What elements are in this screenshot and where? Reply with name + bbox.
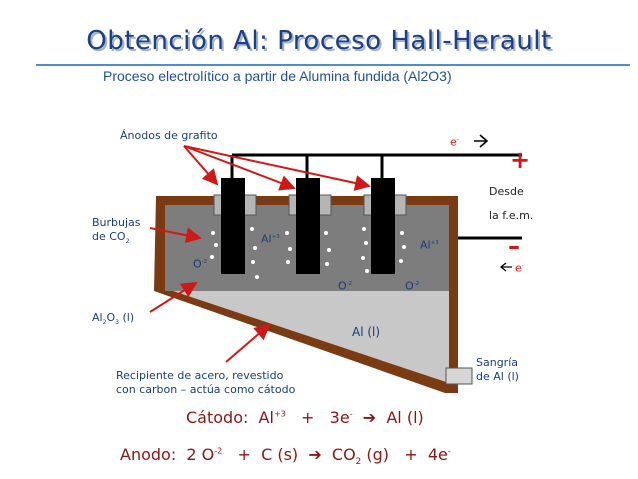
- ion-o-2: O-2: [338, 277, 352, 294]
- label-alumina: Al2O3 (l): [92, 311, 134, 330]
- label-bubbles: Burbujas de CO2: [92, 216, 141, 249]
- anode-product-electrons: 4e: [427, 445, 448, 464]
- ion-al-2-symbol: Al: [420, 238, 431, 252]
- label-alumina-al: Al: [92, 311, 103, 324]
- title-divider: [36, 64, 630, 66]
- label-electron-top: e-: [450, 133, 459, 150]
- cathode-reactant-charge: +3: [273, 409, 286, 419]
- anode-product-co2: CO: [331, 445, 356, 464]
- anode-equation: Anodo: 2 O-2 + C (s) ➔ CO2 (g) + 4e-: [120, 445, 451, 467]
- label-tap-line2: de Al (l): [476, 370, 519, 383]
- anode-plus-2: +: [404, 445, 418, 464]
- ion-o-1-symbol: O: [193, 257, 202, 271]
- label-alumina-state: (l): [118, 311, 135, 324]
- annotation-arrows: [149, 145, 371, 363]
- cathode-product: Al (l): [386, 408, 424, 427]
- label-anodes: Ánodos de grafito: [120, 129, 218, 142]
- co2-bubbles: [210, 227, 406, 279]
- electron-bottom-symbol: e: [515, 261, 522, 275]
- ion-al-1-charge: +3: [271, 234, 280, 240]
- anode-plus-1: +: [237, 445, 251, 464]
- anode-product-electrons-charge: -: [447, 446, 451, 456]
- label-tap-line1: Sangría: [476, 356, 518, 369]
- label-molten-al: Al (l): [352, 325, 381, 339]
- ion-o-2-symbol: O: [338, 279, 347, 293]
- cathode-equation: Cátodo: Al+3 + 3e- ➔ Al (l): [186, 408, 424, 427]
- tap-spout: [445, 367, 473, 385]
- label-vessel-line1: Recipiente de acero, revestido: [116, 369, 284, 382]
- cathode-plus: +: [301, 408, 315, 427]
- aluminum-layer: [165, 291, 449, 383]
- electron-top-charge: -: [456, 137, 459, 143]
- ion-al-1: Al+3: [261, 230, 280, 247]
- anode-arrow-icon: ➔: [308, 445, 322, 464]
- label-bubbles-co: de CO: [92, 230, 126, 243]
- ion-al-1-symbol: Al: [261, 232, 272, 246]
- plus-terminal: +: [510, 146, 531, 174]
- ion-o-2-charge: -2: [346, 281, 353, 287]
- label-alumina-sub1: 2: [102, 319, 107, 327]
- anode-product-co2-sub: 2: [355, 457, 362, 468]
- electron-top-symbol: e: [450, 135, 457, 149]
- anode-reactant-oxide-charge: -2: [214, 446, 223, 456]
- cathode-reactant: Al: [258, 408, 274, 427]
- label-alumina-sub2: 3: [115, 319, 119, 327]
- anode-reactant-carbon: C (s): [261, 445, 299, 464]
- anode-label: Anodo:: [120, 445, 177, 464]
- electron-bottom-charge: -: [521, 263, 524, 269]
- ion-o-1: O-2: [193, 255, 207, 272]
- ion-al-2-charge: +3: [430, 240, 439, 246]
- page-subtitle: Proceso electrolítico a partir de Alumin…: [103, 68, 452, 84]
- label-vessel: Recipiente de acero, revestido con carbo…: [116, 369, 295, 397]
- label-source-line1: Desde: [489, 185, 524, 198]
- label-bubbles-line2: de CO2: [92, 230, 141, 249]
- label-electron-bottom: e-: [515, 259, 524, 276]
- label-source: Desde la f.e.m.: [489, 180, 533, 228]
- ion-al-2: Al+3: [420, 236, 439, 253]
- label-bubbles-line1: Burbujas: [92, 216, 141, 229]
- label-tap: Sangría de Al (l): [476, 356, 519, 384]
- anode-block-3: [371, 178, 395, 274]
- anode-reactant-oxide: 2 O: [186, 445, 215, 464]
- label-bubbles-sub: 2: [125, 238, 130, 246]
- anode-product-co2-state: (g): [361, 445, 390, 464]
- anode-block-1: [221, 178, 245, 274]
- label-source-line2: la f.e.m.: [489, 209, 534, 222]
- cathode-electrons: 3e: [329, 408, 350, 427]
- ion-o-3: O-2: [405, 277, 419, 294]
- cathode-arrow-icon: ➔: [362, 408, 377, 427]
- ion-o-3-symbol: O: [405, 279, 414, 293]
- label-alumina-o: O: [106, 311, 116, 324]
- anode-block-2: [296, 178, 320, 274]
- electron-arrow-top: [474, 134, 489, 148]
- ion-o-3-charge: -2: [413, 281, 420, 287]
- ion-o-1-charge: -2: [201, 259, 208, 265]
- page-title: Obtención Al: Proceso Hall-Herault: [86, 26, 552, 56]
- label-vessel-line2: con carbon – actúa como cátodo: [116, 383, 296, 396]
- cathode-label: Cátodo:: [186, 408, 249, 427]
- electron-arrow-bottom: [499, 262, 512, 272]
- minus-terminal: –: [508, 232, 520, 260]
- cathode-electrons-charge: -: [349, 409, 353, 419]
